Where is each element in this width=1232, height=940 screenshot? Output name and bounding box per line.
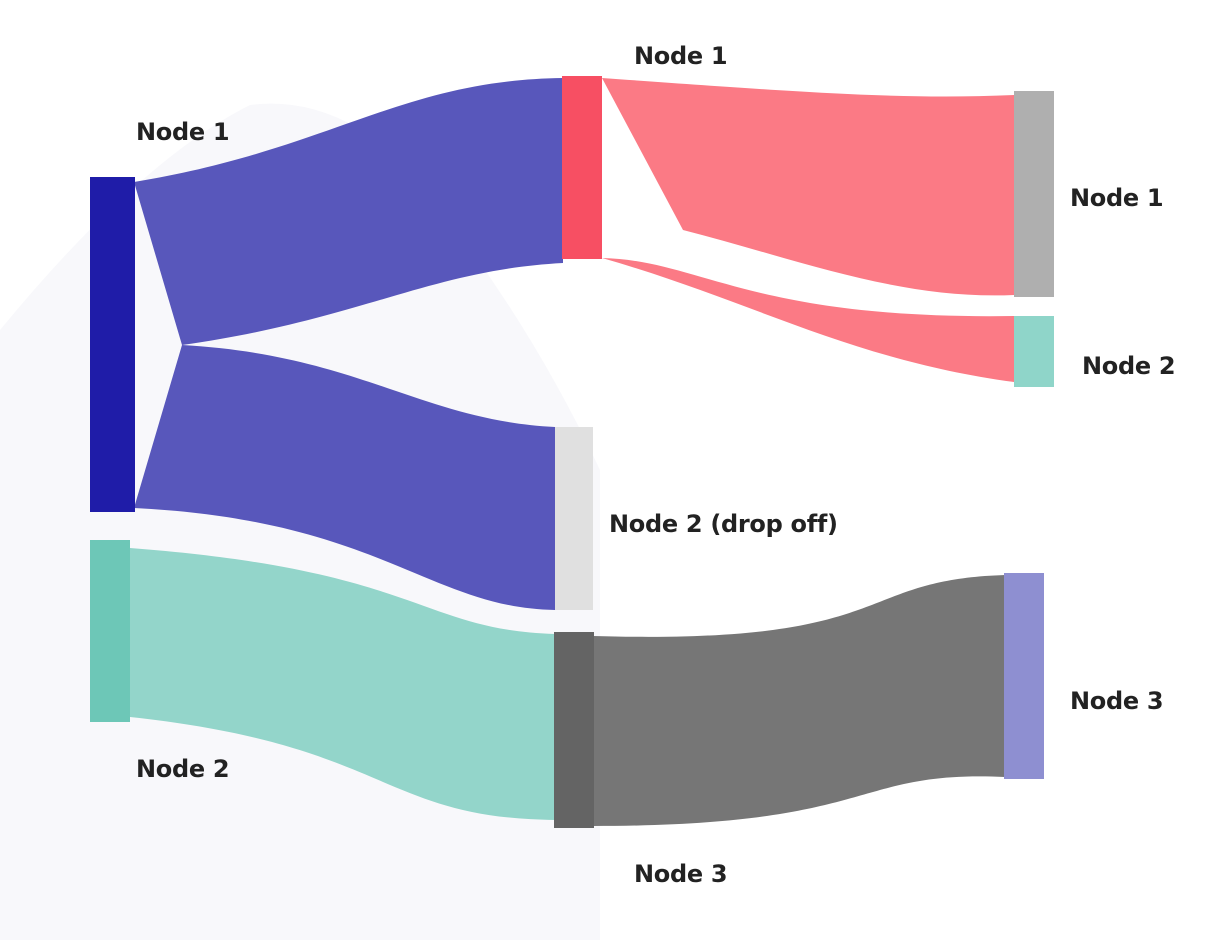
flow-mid3-to-tgt3 xyxy=(593,575,1005,826)
node-target-3 xyxy=(1004,573,1044,779)
node-source-1 xyxy=(90,177,135,512)
label-middle-node-2: Node 2 (drop off) xyxy=(609,510,838,538)
flow-src2-to-mid3 xyxy=(130,548,555,820)
node-middle-3 xyxy=(554,632,594,828)
label-source-node-2: Node 2 xyxy=(136,755,230,783)
flow-src1-to-mid1 xyxy=(134,78,563,345)
label-target-node-3: Node 3 xyxy=(1070,687,1164,715)
node-target-2 xyxy=(1014,316,1054,387)
label-middle-node-3: Node 3 xyxy=(634,860,728,888)
node-middle-2 xyxy=(555,427,593,610)
label-target-node-1: Node 1 xyxy=(1070,184,1164,212)
label-source-node-1: Node 1 xyxy=(136,118,230,146)
node-source-2 xyxy=(90,540,130,722)
flow-src1-to-mid2 xyxy=(134,345,555,610)
node-target-1 xyxy=(1014,91,1054,297)
label-target-node-2: Node 2 xyxy=(1082,352,1176,380)
flow-mid1-to-tgt1 xyxy=(602,78,1014,296)
label-middle-node-1: Node 1 xyxy=(634,42,728,70)
node-middle-1 xyxy=(562,76,602,259)
flow-mid1-to-tgt2 xyxy=(602,258,1014,382)
